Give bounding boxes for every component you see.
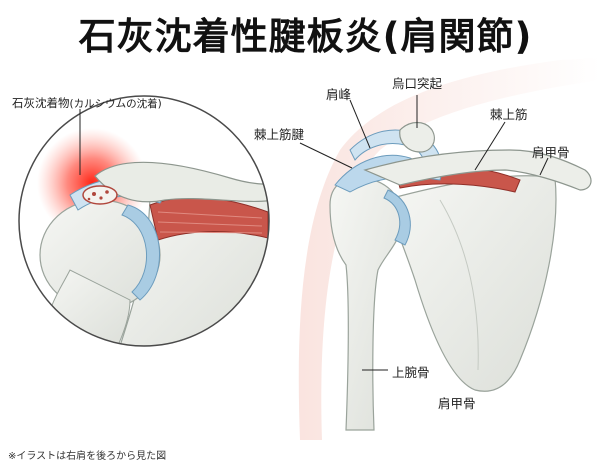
humerus [329,176,403,431]
label-calcium-deposit: 石灰沈着物(カルシウムの沈着) [12,95,162,111]
humerus-cartilage [383,189,411,246]
leader-tendon [299,142,353,169]
leader-acromion [349,99,371,149]
label-scapula-lower: 肩甲骨 [438,396,476,411]
leader-scapula-upper [539,157,549,176]
calcium-deposit [82,185,118,205]
footnote: ※イラストは右肩を後ろから見た図 [8,451,167,462]
label-humerus: 上腕骨 [392,365,430,380]
label-calcium-deposit-sub: (カルシウムの沈着) [69,98,162,110]
inset-acromion [94,161,269,203]
label-calcium-deposit-main: 石灰沈着物 [12,96,70,110]
label-acromion: 肩峰 [326,87,352,102]
label-supraspinatus: 棘上筋 [490,107,528,122]
label-scapula-upper: 肩甲骨 [532,145,570,160]
scapular-spine [363,149,592,191]
inset-zoom [19,96,269,346]
page-title: 石灰沈着性腱板炎(肩関節) [78,15,533,58]
label-infraspinatus-tendon: 棘上筋腱 [254,127,305,142]
inset-border [18,95,270,347]
leader-supraspinatus [474,121,506,171]
scapula-body [384,175,557,392]
inset-cartilage [121,204,160,301]
skin-silhouette [298,58,600,440]
label-coracoid: 烏口突起 [392,76,443,91]
